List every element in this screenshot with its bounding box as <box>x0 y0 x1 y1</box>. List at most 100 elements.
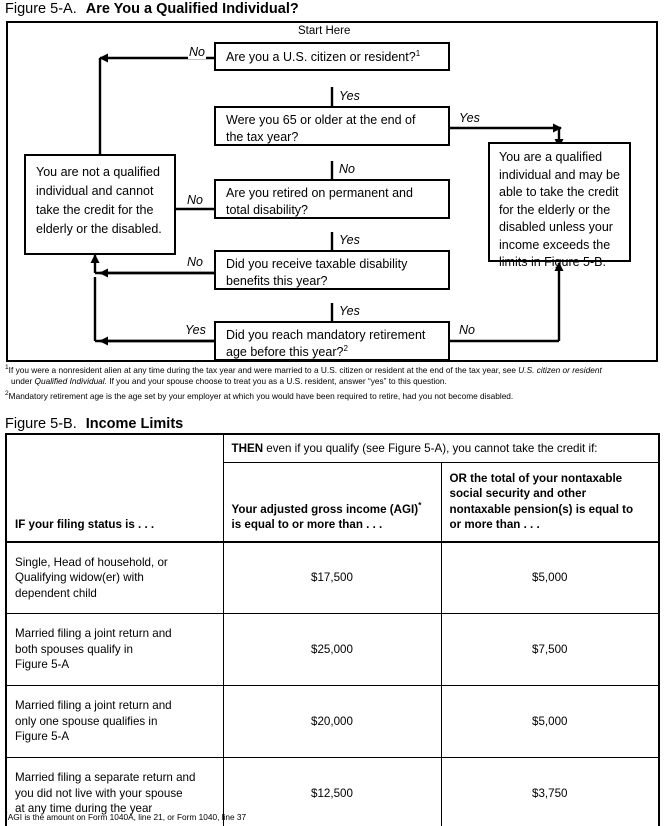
flow-node-citizen-question: Are you a U.S. citizen or resident?1 <box>214 42 450 71</box>
figure-5a-caption: Figure 5-A. Are You a Qualified Individua… <box>5 1 299 17</box>
footnote-1-italic-a: U.S. citizen or resident <box>518 365 602 375</box>
header-filing-status-label: IF your filing status is . . . <box>15 518 155 531</box>
edge-label-q2-no: No <box>338 162 356 176</box>
q5-text-line2: age before this year? <box>226 345 344 359</box>
not-qualified-text: You are not a qualified individual and c… <box>36 165 162 236</box>
footnote-1-italic-b: Qualified Individual. <box>34 376 107 387</box>
footnote-2-marker: 2 <box>5 390 9 398</box>
flow-node-age-question: Were you 65 or older at the end of the t… <box>214 106 450 146</box>
edge-label-q1-no: No <box>188 45 206 59</box>
figure-5b-title: Income Limits <box>85 416 184 432</box>
row-nontaxable-value: $3,750 <box>440 757 660 826</box>
q2-text-line1: Were you 65 or older at the end of <box>226 113 416 127</box>
table-row: Married filing a separate return and you… <box>5 757 660 826</box>
flow-node-qualified-outcome: You are a qualified individual and may b… <box>488 142 631 269</box>
flow-node-benefits-question: Did you receive taxable disability benef… <box>214 250 450 290</box>
edge-label-q3-yes: Yes <box>338 233 361 247</box>
table-header-row-2: Your adjusted gross income (AGI)* is equ… <box>6 461 660 543</box>
edge-label-q4-yes: Yes <box>338 304 361 318</box>
figure-5a-number: Figure 5-A. <box>5 1 77 17</box>
q5-footnote-marker: 2 <box>343 343 348 353</box>
footnote-1-line2: under Qualified Individual. If you and y… <box>5 376 661 387</box>
footnote-1-text-c: If you and your spouse choose to treat y… <box>106 376 447 387</box>
footnote-1-text-b: under <box>11 376 35 387</box>
header-then-rest: even if you qualify (see Figure 5-A), yo… <box>263 441 598 455</box>
figure-5b-footnote-text: AGI is the amount on Form 1040A, line 21… <box>7 812 247 822</box>
header-nontaxable-line4: or more than . . . <box>449 518 540 531</box>
header-nontaxable-line1: OR the total of your nontaxable <box>449 471 623 485</box>
income-limits-table: IF your filing status is . . . THEN even… <box>5 433 660 826</box>
header-nontaxable-line3: nontaxable pension(s) is equal to <box>449 502 634 516</box>
footnote-1: 1If you were a nonresident alien at any … <box>5 364 661 388</box>
edge-label-q2-yes: Yes <box>458 111 481 125</box>
row-agi-value: $17,500 <box>222 541 442 614</box>
edge-label-q4-no: No <box>186 255 204 269</box>
footnote-2: 2Mandatory retirement age is the age set… <box>5 390 661 402</box>
q1-text: Are you a U.S. citizen or resident? <box>226 50 416 64</box>
header-agi-line1: Your adjusted gross income (AGI) <box>231 502 419 516</box>
flow-node-disability-question: Are you retired on permanent and total d… <box>214 179 450 219</box>
row-status-line3: Figure 5-A <box>15 658 70 672</box>
row-status-line2: both spouses qualify in <box>15 642 133 656</box>
row-status-line3: at any time during the year <box>15 802 153 815</box>
header-then-span: THEN even if you qualify (see Figure 5-A… <box>222 433 660 463</box>
table-header-row-1: IF your filing status is . . . THEN even… <box>5 433 660 543</box>
flow-node-mandatory-retirement-question: Did you reach mandatory retirement age b… <box>214 321 450 361</box>
row-status-line2: only one spouse qualifies in <box>15 714 158 728</box>
row-status-line1: Married filing a joint return and <box>15 627 172 641</box>
qualified-text: You are a qualified individual and may b… <box>499 150 620 269</box>
footnote-1-marker: 1 <box>5 364 9 372</box>
header-agi-star: * <box>418 499 422 510</box>
row-agi-value: $12,500 <box>222 757 442 826</box>
row-status-line1: Single, Head of household, or <box>15 555 168 569</box>
row-filing-status: Married filing a joint return and only o… <box>5 685 224 758</box>
q4-text-line1: Did you receive taxable disability <box>226 257 408 271</box>
q3-text-line1: Are you retired on permanent and <box>226 186 413 200</box>
q4-text-line2: benefits this year? <box>226 274 328 288</box>
figure-5b-number: Figure 5-B. <box>5 416 77 432</box>
row-nontaxable-value: $7,500 <box>440 613 660 686</box>
row-status-line2: you did not live with your spouse <box>15 786 183 800</box>
row-status-line1: Married filing a joint return and <box>15 699 172 713</box>
header-agi-line2: is equal to or more than . . . <box>231 518 383 531</box>
footnote-1-text-a: If you were a nonresident alien at any t… <box>8 365 519 375</box>
header-agi-column: Your adjusted gross income (AGI)* is equ… <box>222 461 442 543</box>
q1-footnote-marker: 1 <box>415 48 421 58</box>
row-filing-status: Married filing a joint return and both s… <box>5 613 224 686</box>
header-then-bold: THEN <box>231 441 264 455</box>
header-agi-line1-wrap: Your adjusted gross income (AGI)* <box>231 499 433 518</box>
row-nontaxable-value: $5,000 <box>440 685 660 758</box>
row-status-line1: Married filing a separate return and <box>15 771 196 784</box>
flowchart-connectors <box>90 53 564 346</box>
edge-label-q5-yes: Yes <box>184 323 207 337</box>
footnote-2-text: Mandatory retirement age is the age set … <box>8 390 514 401</box>
row-status-line2: Qualifying widow(er) with <box>15 571 144 584</box>
edge-label-q5-no: No <box>458 323 476 337</box>
figure-5a-flowchart: Start Here Are you a U.S. citizen or res… <box>6 21 658 362</box>
figure-5a-footnotes: 1If you were a nonresident alien at any … <box>5 364 661 403</box>
table-row: Married filing a joint return and only o… <box>5 685 660 758</box>
figure-5a-title: Are You a Qualified Individual? <box>85 1 299 17</box>
row-filing-status: Married filing a separate return and you… <box>5 757 224 826</box>
row-nontaxable-value: $5,000 <box>440 541 660 614</box>
table-row: Single, Head of household, or Qualifying… <box>5 541 660 614</box>
row-agi-value: $20,000 <box>222 685 442 758</box>
row-agi-value: $25,000 <box>222 613 442 686</box>
row-status-line3: Figure 5-A <box>15 730 70 744</box>
header-filing-status: IF your filing status is . . . <box>5 433 224 543</box>
figure-5b-footnote: *AGI is the amount on Form 1040A, line 2… <box>5 811 247 823</box>
row-filing-status: Single, Head of household, or Qualifying… <box>5 541 224 614</box>
header-nontaxable-column: OR the total of your nontaxable social s… <box>440 461 660 543</box>
flow-node-not-qualified-outcome: You are not a qualified individual and c… <box>24 154 176 255</box>
header-nontaxable-line2: social security and other <box>449 487 587 500</box>
q2-text-line2: the tax year? <box>226 130 299 144</box>
figure-5b-footnote-star: * <box>5 811 8 819</box>
table-row: Married filing a joint return and both s… <box>5 613 660 686</box>
figure-5b-caption: Figure 5-B. Income Limits <box>5 416 183 432</box>
edge-label-q3-no: No <box>186 193 204 207</box>
start-here-label: Start Here <box>298 25 351 37</box>
row-status-line3: dependent child <box>15 586 97 600</box>
q3-text-line2: total disability? <box>226 203 308 217</box>
q5-text-line1: Did you reach mandatory retirement <box>226 328 426 342</box>
